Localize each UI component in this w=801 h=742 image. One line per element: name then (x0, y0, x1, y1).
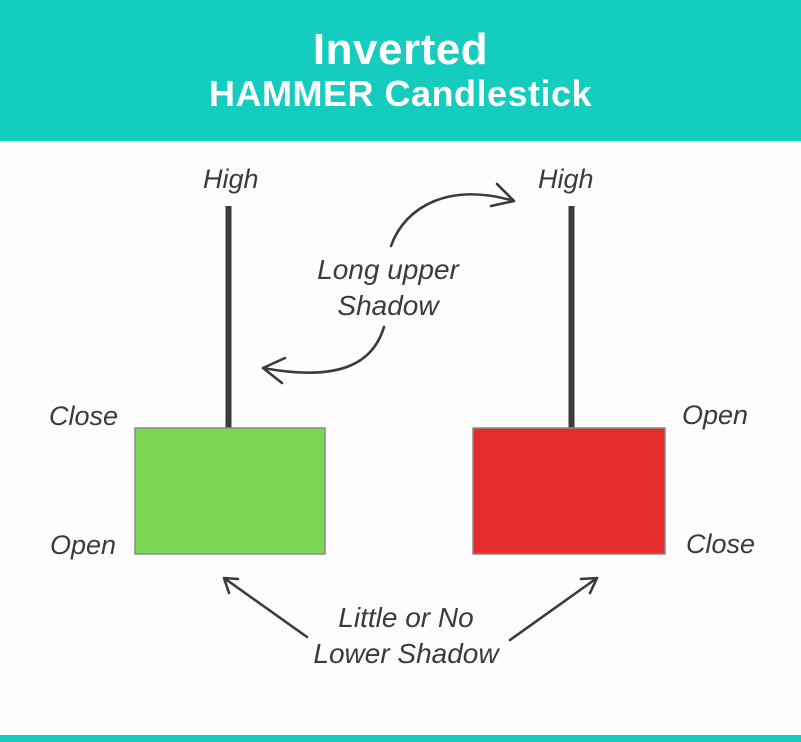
annotation-lower-line1: Little or No (338, 602, 474, 633)
annotation-upper-line2: Shadow (337, 290, 439, 322)
label-close-right: Close (686, 529, 756, 559)
right-candle-body (472, 427, 666, 555)
label-high-right: High (538, 164, 594, 194)
curved-arrow-to-right-wick (389, 182, 516, 248)
left-candle-body (134, 427, 326, 555)
label-high-left: High (203, 164, 259, 194)
curved-arrow-to-left-wick (261, 325, 386, 385)
annotation-long-upper-shadow: Long upper Shadow (288, 252, 488, 325)
label-open-left: Open (49, 530, 116, 560)
label-close-left: Close (48, 401, 118, 431)
page-title-line1: Inverted (312, 24, 489, 74)
page-title-line2: HAMMER Candlestick (208, 73, 593, 115)
footer-strip (0, 735, 801, 742)
annotation-lower-shadow: Little or No Lower Shadow (306, 600, 506, 673)
arrow-to-right-candle-base (508, 576, 599, 642)
annotation-upper-line1: Long upper (317, 254, 459, 285)
annotation-lower-line2: Lower Shadow (313, 638, 499, 670)
header-banner: Inverted HAMMER Candlestick (0, 0, 801, 143)
label-open-right: Open (682, 400, 749, 430)
arrow-to-left-candle-base (222, 576, 309, 639)
